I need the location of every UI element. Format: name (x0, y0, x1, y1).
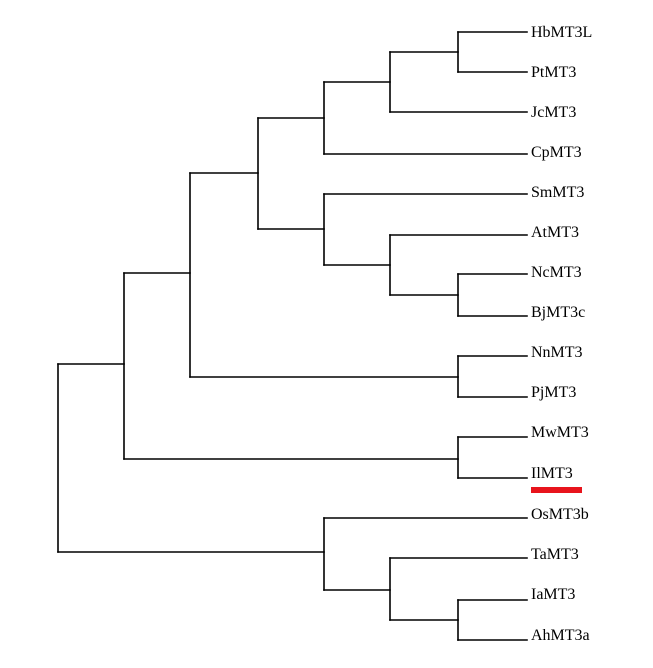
leaf-label-osmt3b: OsMT3b (531, 506, 589, 523)
leaf-label-mwmt3: MwMT3 (531, 424, 589, 441)
leaf-label-iamt3: IaMT3 (531, 586, 575, 603)
leaf-label-smmt3: SmMT3 (531, 184, 584, 201)
leaf-label-jcmt3: JcMT3 (531, 104, 576, 121)
leaf-labels: HbMT3L PtMT3 JcMT3 CpMT3 SmMT3 AtMT3 NcM… (531, 24, 592, 644)
leaf-label-ilmt3: IlMT3 (531, 465, 573, 482)
leaf-label-ncmt3: NcMT3 (531, 264, 582, 281)
leaf-label-ptmt3: PtMT3 (531, 64, 576, 81)
leaf-label-nnmt3: NnMT3 (531, 344, 583, 361)
tree-branches (57, 31, 528, 641)
highlight-underline (531, 487, 582, 493)
leaf-label-bjmt3c: BjMT3c (531, 304, 585, 321)
leaf-label-ahmt3a: AhMT3a (531, 627, 590, 644)
leaf-label-pjmt3: PjMT3 (531, 384, 576, 401)
leaf-label-hbmt3l: HbMT3L (531, 24, 592, 41)
leaf-label-tamt3: TaMT3 (531, 546, 579, 563)
leaf-label-cpmt3: CpMT3 (531, 144, 582, 161)
leaf-label-atmt3: AtMT3 (531, 224, 579, 241)
